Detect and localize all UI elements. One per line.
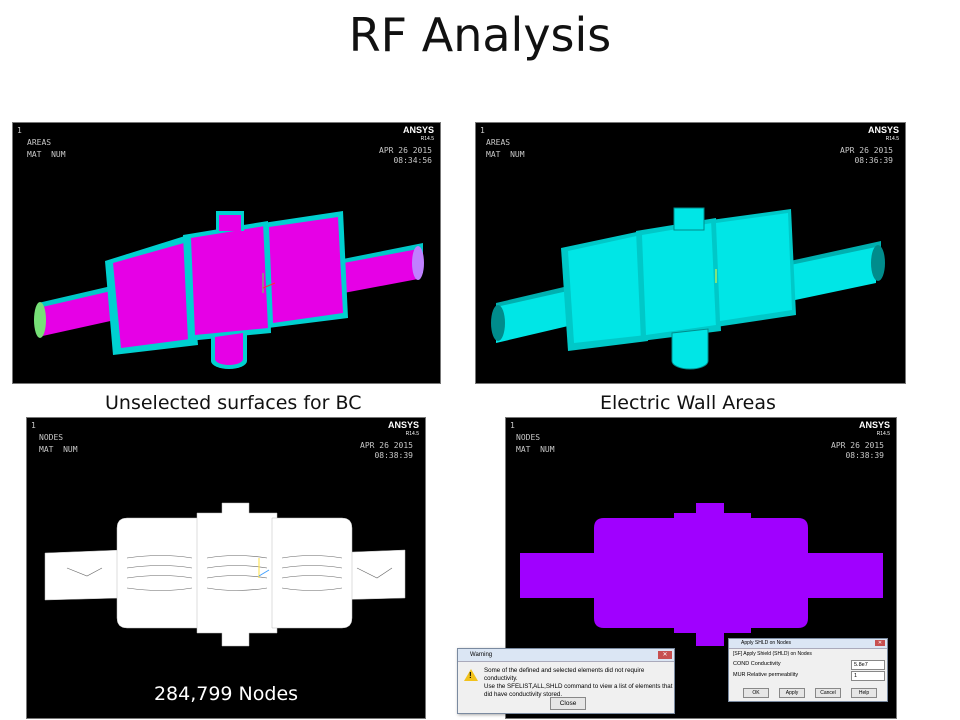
ansys-logo-text: ANSYS [402, 125, 434, 135]
ansys-version: R14.5 [405, 431, 419, 437]
plot-type-label: NODES [39, 433, 64, 442]
plot-date: APR 26 2015 [360, 441, 413, 450]
warning-message: Some of the defined and selected element… [484, 667, 673, 698]
apply-button[interactable]: Apply [779, 688, 805, 698]
ansys-version: R14.5 [420, 136, 434, 142]
warning-icon: ! [464, 669, 478, 681]
ansys-logo-text: ANSYS [387, 420, 419, 430]
window-number: 1 [480, 126, 485, 135]
panel-electric-wall-areas[interactable]: 1 AREAS MAT NUM APR 26 2015 08:36:39 ANS… [475, 122, 906, 384]
ansys-logo: ANSYS R14.5 [388, 421, 419, 439]
plot-numbering-label: MAT NUM [39, 445, 78, 454]
ansys-logo: ANSYS R14.5 [403, 126, 434, 144]
ansys-logo-text: ANSYS [858, 420, 890, 430]
plot-time: 08:36:39 [854, 156, 893, 165]
plot-type-label: AREAS [27, 138, 52, 147]
window-number: 1 [510, 421, 515, 430]
plot-type-label: NODES [516, 433, 541, 442]
plot-date: APR 26 2015 [831, 441, 884, 450]
mur-input[interactable]: 1 [851, 671, 885, 681]
plot-time: 08:38:39 [374, 451, 413, 460]
close-icon[interactable]: ✕ [875, 640, 885, 646]
nodes-count-label: 284,799 Nodes [153, 683, 299, 705]
window-number: 1 [17, 126, 22, 135]
ansys-version: R14.5 [885, 136, 899, 142]
ansys-logo-text: ANSYS [867, 125, 899, 135]
slide-title: RF Analysis [348, 8, 612, 62]
caption-unselected-surfaces: Unselected surfaces for BC [105, 392, 362, 414]
model-nodes-render [44, 502, 406, 647]
plot-numbering-label: MAT NUM [27, 150, 66, 159]
ansys-logo: ANSYS R14.5 [868, 126, 899, 144]
help-button[interactable]: Help [851, 688, 877, 698]
shld-dialog-subtitle: [SF] Apply Shield (SHLD) on Nodes [733, 651, 812, 657]
model-purple-render [520, 503, 883, 646]
plot-numbering-label: MAT NUM [486, 150, 525, 159]
cancel-button[interactable]: Cancel [815, 688, 841, 698]
warning-dialog-title: Warning [470, 652, 493, 658]
cond-label: COND Conductivity [733, 661, 781, 667]
plot-time: 08:38:39 [845, 451, 884, 460]
ansys-logo: ANSYS R14.5 [859, 421, 890, 439]
panel-nodes-mesh[interactable]: 1 NODES MAT NUM APR 26 2015 08:38:39 ANS… [26, 417, 426, 719]
close-button[interactable]: Close [550, 697, 586, 710]
plot-numbering-label: MAT NUM [516, 445, 555, 454]
shld-dialog-titlebar[interactable]: Apply SHLD on Nodes ✕ [729, 639, 887, 649]
plot-date: APR 26 2015 [840, 146, 893, 155]
caption-electric-wall-areas: Electric Wall Areas [600, 392, 776, 414]
warning-dialog-titlebar[interactable]: Warning ✕ [458, 649, 674, 662]
plot-time: 08:34:56 [393, 156, 432, 165]
cond-input[interactable]: 5.8e7 [851, 660, 885, 670]
mur-label: MUR Relative permeability [733, 672, 799, 678]
ansys-version: R14.5 [876, 431, 890, 437]
panel-unselected-surfaces[interactable]: 1 AREAS MAT NUM APR 26 2015 08:34:56 ANS… [12, 122, 441, 384]
window-number: 1 [31, 421, 36, 430]
shld-dialog-title: Apply SHLD on Nodes [741, 640, 792, 646]
close-icon[interactable]: ✕ [658, 651, 672, 659]
apply-shld-dialog[interactable]: Apply SHLD on Nodes ✕ [SF] Apply Shield … [728, 638, 888, 702]
model-magenta-render [34, 211, 424, 369]
ok-button[interactable]: OK [743, 688, 769, 698]
model-cyan-render [491, 207, 885, 370]
plot-date: APR 26 2015 [379, 146, 432, 155]
warning-dialog[interactable]: Warning ✕ ! Some of the defined and sele… [457, 648, 675, 714]
plot-type-label: AREAS [486, 138, 511, 147]
